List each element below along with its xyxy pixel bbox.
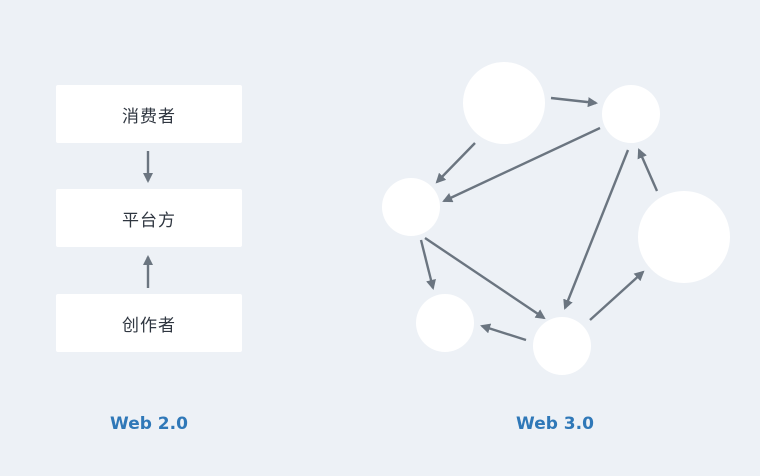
web3-node-4 <box>638 191 730 283</box>
arrow-n6-to-n4 <box>589 270 645 321</box>
web3-node-2 <box>602 85 660 143</box>
arrow-n3-to-n5 <box>419 239 436 290</box>
arrow-n6-to-n5 <box>480 323 527 342</box>
web3-node-3 <box>382 178 440 236</box>
arrow-n1-to-n3 <box>435 142 476 184</box>
arrow-n2-to-n6 <box>563 149 630 310</box>
web3-node-6 <box>533 317 591 375</box>
arrow-n4-to-n2 <box>637 148 659 192</box>
web3-caption: Web 3.0 <box>516 414 594 434</box>
platform-label: 平台方 <box>122 210 176 231</box>
arrow-n1-to-n2 <box>550 96 599 108</box>
web2-caption: Web 2.0 <box>110 414 188 434</box>
arrow-n3-to-n6 <box>424 237 546 320</box>
consumer-label: 消费者 <box>122 106 176 127</box>
creator-box: 创作者 <box>56 294 242 352</box>
web3-node-1 <box>463 62 545 144</box>
consumer-box: 消费者 <box>56 85 242 143</box>
arrow-n2-to-n3 <box>442 126 601 203</box>
platform-box: 平台方 <box>56 189 242 247</box>
web3-node-5 <box>416 294 474 352</box>
creator-label: 创作者 <box>122 315 176 336</box>
